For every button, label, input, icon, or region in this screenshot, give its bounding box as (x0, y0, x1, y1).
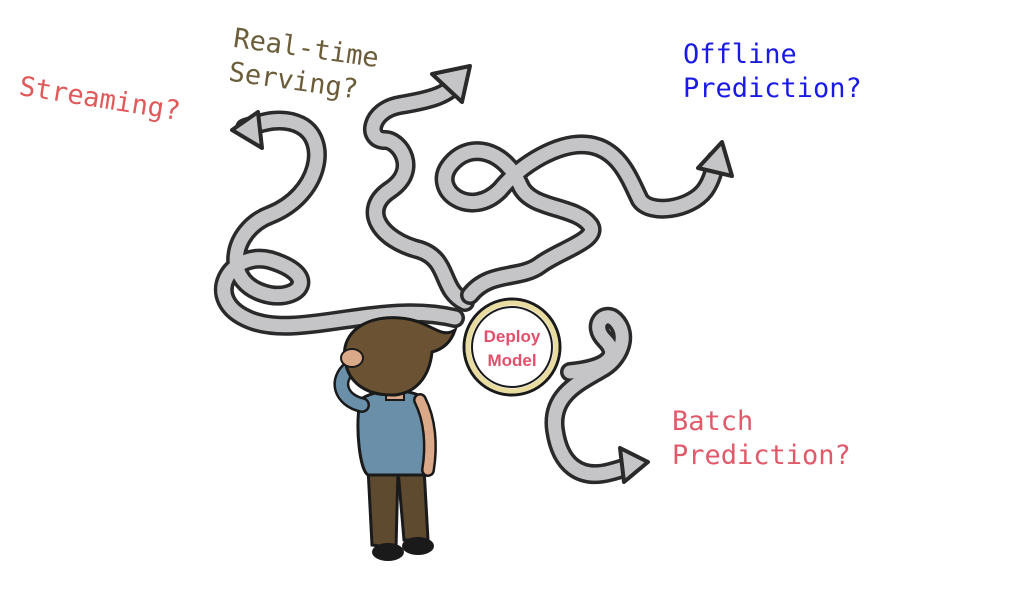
streaming-arrowhead (230, 110, 264, 150)
deploy-model-node: Deploy Model (462, 297, 562, 397)
batch-line2: Prediction? (672, 440, 851, 471)
deploy-model-line1: Deploy (484, 327, 541, 346)
path-to-streaming (213, 110, 465, 336)
path-to-realtime (363, 64, 475, 312)
deploy-model-line2: Model (487, 351, 536, 370)
confused-person-figure (333, 316, 458, 561)
offline-line1: Offline (683, 39, 797, 70)
offline-arrowhead (696, 140, 734, 178)
path-to-batch (544, 306, 650, 485)
batch-prediction-label: Batch Prediction? (672, 405, 851, 473)
offline-prediction-label: Offline Prediction? (683, 38, 862, 106)
batch-arrowhead (618, 446, 650, 484)
offline-line2: Prediction? (683, 73, 862, 104)
path-to-offline (434, 134, 734, 305)
batch-line1: Batch (672, 406, 754, 437)
realtime-arrowhead (430, 64, 472, 104)
